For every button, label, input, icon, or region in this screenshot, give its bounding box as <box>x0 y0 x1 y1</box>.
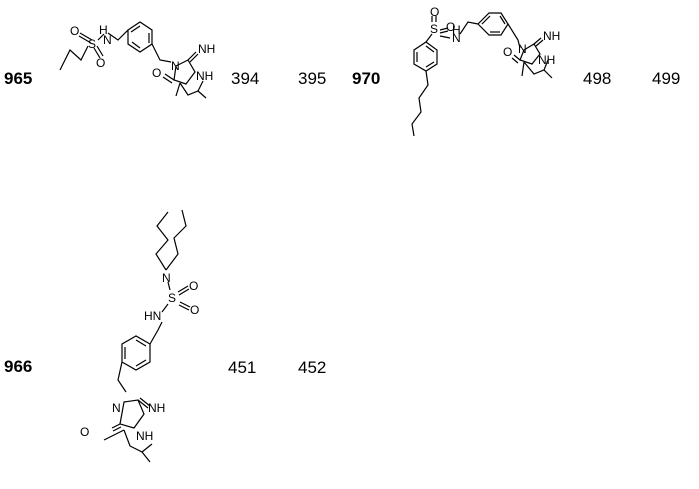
atom-label: HN <box>144 309 161 323</box>
atom-label: NH <box>136 429 153 443</box>
atom-label: O <box>80 425 89 439</box>
atom-label: S <box>168 291 176 305</box>
atom-label: O <box>190 303 199 317</box>
atom-label: N <box>112 401 121 415</box>
atom-label: N <box>162 271 171 285</box>
atom-label: NH <box>148 401 165 415</box>
atom-label: O <box>189 279 198 293</box>
